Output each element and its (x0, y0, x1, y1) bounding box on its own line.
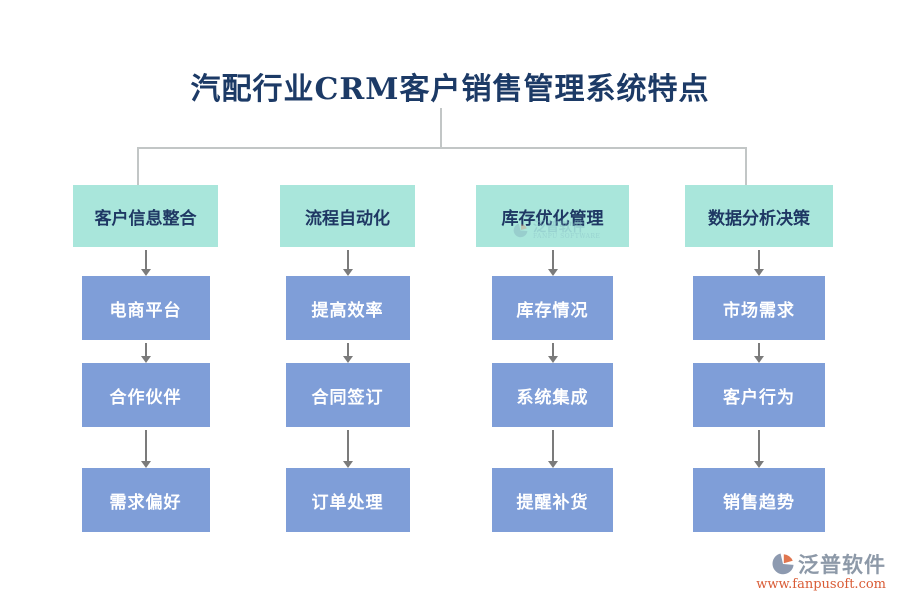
feature-box: 合同签订 (285, 363, 410, 427)
connector-horizontal (137, 147, 747, 149)
footer-brand-name: 泛普软件 (798, 552, 886, 577)
footer-brand: 泛普软件 www.fanpusoft.com (756, 549, 886, 592)
down-arrow-icon (547, 247, 558, 276)
branch-process-automation: 流程自动化 提高效率 合同签订 订单处理 (280, 185, 415, 537)
feature-box: 市场需求 (693, 276, 825, 340)
footer-brand-url: www.fanpusoft.com (756, 577, 886, 592)
branch-header: 客户信息整合 (73, 185, 218, 247)
branch-header: 流程自动化 (280, 185, 415, 247)
down-arrow-icon (754, 427, 764, 468)
down-arrow-icon (140, 247, 151, 276)
branch-inventory-optimization: 库存优化管理 库存情况 系统集成 提醒补货 (476, 185, 629, 537)
down-arrow-icon (140, 427, 151, 468)
branch-header: 数据分析决策 (685, 185, 833, 247)
down-arrow-icon (754, 340, 764, 363)
down-arrow-icon (754, 247, 764, 276)
page-title: 汽配行业CRM客户销售管理系统特点 (190, 72, 710, 107)
branch-data-analysis: 数据分析决策 市场需求 客户行为 销售趋势 (685, 185, 833, 537)
feature-box: 销售趋势 (693, 468, 825, 532)
feature-box: 需求偏好 (81, 468, 210, 532)
feature-box: 电商平台 (81, 276, 210, 340)
feature-box: 库存情况 (492, 276, 613, 340)
down-arrow-icon (342, 247, 353, 276)
feature-box: 系统集成 (492, 363, 613, 427)
branch-customer-info: 客户信息整合 电商平台 合作伙伴 需求偏好 (73, 185, 218, 537)
feature-box: 合作伙伴 (81, 363, 210, 427)
connector-left-drop (137, 147, 139, 185)
feature-box: 提高效率 (285, 276, 410, 340)
branch-header: 库存优化管理 (476, 185, 629, 247)
down-arrow-icon (547, 340, 558, 363)
feature-box: 提醒补货 (492, 468, 613, 532)
down-arrow-icon (342, 340, 353, 363)
down-arrow-icon (140, 340, 151, 363)
fanpu-logo-icon (772, 553, 794, 575)
connector-title-drop (440, 108, 442, 149)
connector-right-drop (745, 147, 747, 185)
feature-box: 订单处理 (285, 468, 410, 532)
feature-box: 客户行为 (693, 363, 825, 427)
down-arrow-icon (547, 427, 558, 468)
down-arrow-icon (342, 427, 353, 468)
